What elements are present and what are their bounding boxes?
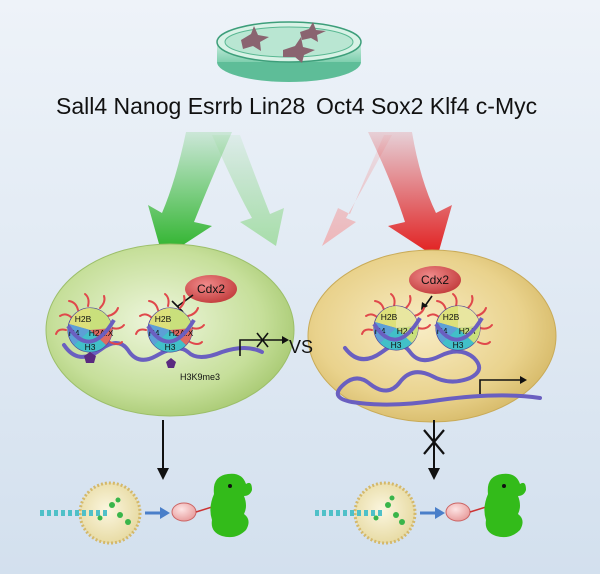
histone-h3-right-1: H3 bbox=[391, 340, 402, 350]
blastocyst-injection-right bbox=[315, 481, 417, 545]
red-arrow-light bbox=[322, 135, 392, 246]
histone-h2a-right-1: H2A bbox=[397, 326, 414, 336]
dna-strand-right bbox=[335, 343, 542, 407]
histone-h2ax-left-2: H2A.X bbox=[169, 328, 194, 338]
blocked-transcription-arrow bbox=[239, 332, 289, 356]
nucleosome-left-2: H2B H4 H2A.X H3 bbox=[135, 293, 205, 368]
mouse-pup-icon-right bbox=[484, 473, 526, 538]
nucleosome-left-1: H2B H4 H2A.X H3 bbox=[55, 293, 125, 363]
histone-h2b-right-1: H2B bbox=[381, 312, 398, 322]
histone-h3-left-1: H3 bbox=[85, 342, 96, 352]
histone-h2a-right-2: H2A bbox=[459, 326, 476, 336]
nucleosome-right-1: H2B H4 H2A H3 bbox=[361, 293, 431, 351]
mouse-pup-icon-left bbox=[210, 473, 252, 538]
binding-arrow bbox=[424, 295, 433, 307]
embryo-right bbox=[445, 502, 471, 522]
nucleosome-right-2: H2B H4 H2A H3 bbox=[427, 293, 493, 351]
cdx2-label-right: Cdx2 bbox=[421, 273, 449, 287]
histone-h2b-right-2: H2B bbox=[443, 312, 460, 322]
histone-h2ax-left-1: H2A.X bbox=[89, 328, 114, 338]
factors-right-label: Oct4 Sox2 Klf4 c-Myc bbox=[316, 93, 537, 119]
h3k9me3-label: H3K9me3 bbox=[180, 372, 220, 382]
vs-label: VS bbox=[289, 337, 313, 357]
green-arrow bbox=[148, 132, 232, 258]
methyl-mark-left-1 bbox=[84, 352, 96, 363]
embryo-left bbox=[171, 502, 197, 522]
right-cell bbox=[307, 249, 557, 423]
blastocyst-injection-left bbox=[40, 481, 142, 545]
down-arrow-left bbox=[157, 420, 169, 480]
histone-h2b-left-2: H2B bbox=[155, 314, 172, 324]
down-arrow-right-blocked bbox=[423, 420, 445, 480]
cdx2-protein-right bbox=[409, 266, 461, 294]
histone-h3-left-2: H3 bbox=[165, 342, 176, 352]
green-arrow-light bbox=[212, 135, 284, 246]
cdx2-protein-left bbox=[185, 275, 237, 303]
methyl-mark-left-2 bbox=[166, 358, 176, 368]
cdx2-label-left: Cdx2 bbox=[197, 282, 225, 296]
transcription-arrow bbox=[479, 376, 527, 394]
petri-dish-icon bbox=[216, 21, 362, 82]
histone-h3-right-2: H3 bbox=[453, 340, 464, 350]
red-arrow bbox=[368, 132, 452, 258]
flow-arrow-left bbox=[145, 507, 170, 519]
histone-h2b-left-1: H2B bbox=[75, 314, 92, 324]
factors-left-label: Sall4 Nanog Esrrb Lin28 bbox=[56, 93, 305, 119]
flow-arrow-right bbox=[420, 507, 445, 519]
inhibition-line bbox=[171, 294, 194, 313]
